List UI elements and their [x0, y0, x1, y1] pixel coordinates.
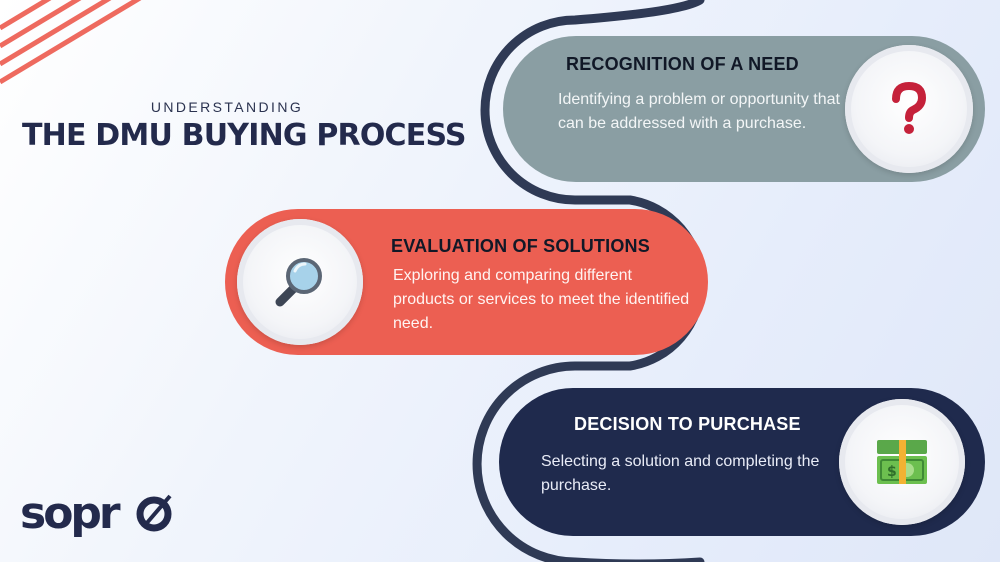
question-mark-icon: [892, 81, 927, 134]
step-title: EVALUATION OF SOLUTIONS: [391, 236, 650, 256]
step-card-decision: DECISION TO PURCHASE Selecting a solutio…: [499, 388, 985, 536]
heading-subtitle: UNDERSTANDING: [150, 99, 304, 115]
step-card-evaluation: EVALUATION OF SOLUTIONS Exploring and co…: [225, 209, 708, 355]
svg-text:sopr: sopr: [20, 488, 121, 539]
icon-badge: $: [839, 399, 965, 525]
svg-text:$: $: [887, 464, 897, 480]
step-description: Exploring and comparing different produc…: [393, 267, 690, 332]
step-description: Identifying a problem or opportunity tha…: [558, 91, 840, 132]
step-title: DECISION TO PURCHASE: [574, 414, 801, 434]
icon-badge: [845, 45, 973, 173]
magnifying-glass-icon: [275, 258, 322, 307]
icon-badge: [237, 219, 363, 345]
sopro-logo: sopr: [20, 488, 172, 539]
page-title: THE DMU BUYING PROCESS: [22, 118, 467, 153]
step-title: RECOGNITION OF A NEED: [566, 54, 799, 74]
step-card-recognition: RECOGNITION OF A NEED Identifying a prob…: [503, 36, 985, 182]
step-description: Selecting a solution and completing the …: [541, 453, 820, 494]
decorative-stripes: [0, 0, 142, 85]
money-icon: $: [877, 440, 927, 484]
